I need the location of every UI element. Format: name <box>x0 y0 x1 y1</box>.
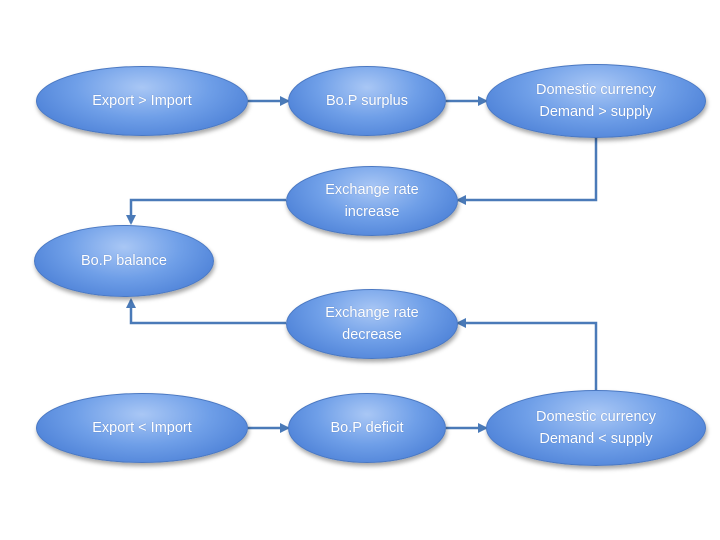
arrow-demand-gt-to-rate-increase <box>456 135 598 205</box>
node-label: Exchange rate decrease <box>325 305 419 343</box>
arrow-demand-lt-to-rate-decrease <box>456 318 598 392</box>
node-label: Bo.P balance <box>81 253 167 269</box>
node-exchange-rate-decrease: Exchange rate decrease <box>286 289 458 359</box>
node-label: Domestic currency Demand > supply <box>535 82 657 120</box>
node-export-gt-import: Export > Import <box>36 66 248 136</box>
node-label: Bo.P deficit <box>330 420 404 436</box>
node-exchange-rate-increase: Exchange rate increase <box>286 166 458 236</box>
node-export-lt-import: Export < Import <box>36 393 248 463</box>
node-domestic-demand-gt-supply: Domestic currency Demand > supply <box>486 64 706 138</box>
node-bop-balance: Bo.P balance <box>34 225 214 297</box>
arrow-rate-decrease-to-balance <box>126 298 286 325</box>
node-bop-deficit: Bo.P deficit <box>288 393 446 463</box>
node-label: Export > Import <box>92 93 192 109</box>
node-label: Exchange rate increase <box>325 182 419 220</box>
node-label: Domestic currency Demand < supply <box>535 409 657 447</box>
node-label: Export < Import <box>92 420 192 436</box>
node-domestic-demand-lt-supply: Domestic currency Demand < supply <box>486 390 706 466</box>
node-bop-surplus: Bo.P surplus <box>288 66 446 136</box>
node-label: Bo.P surplus <box>326 93 408 109</box>
arrow-rate-increase-to-balance <box>126 198 286 225</box>
